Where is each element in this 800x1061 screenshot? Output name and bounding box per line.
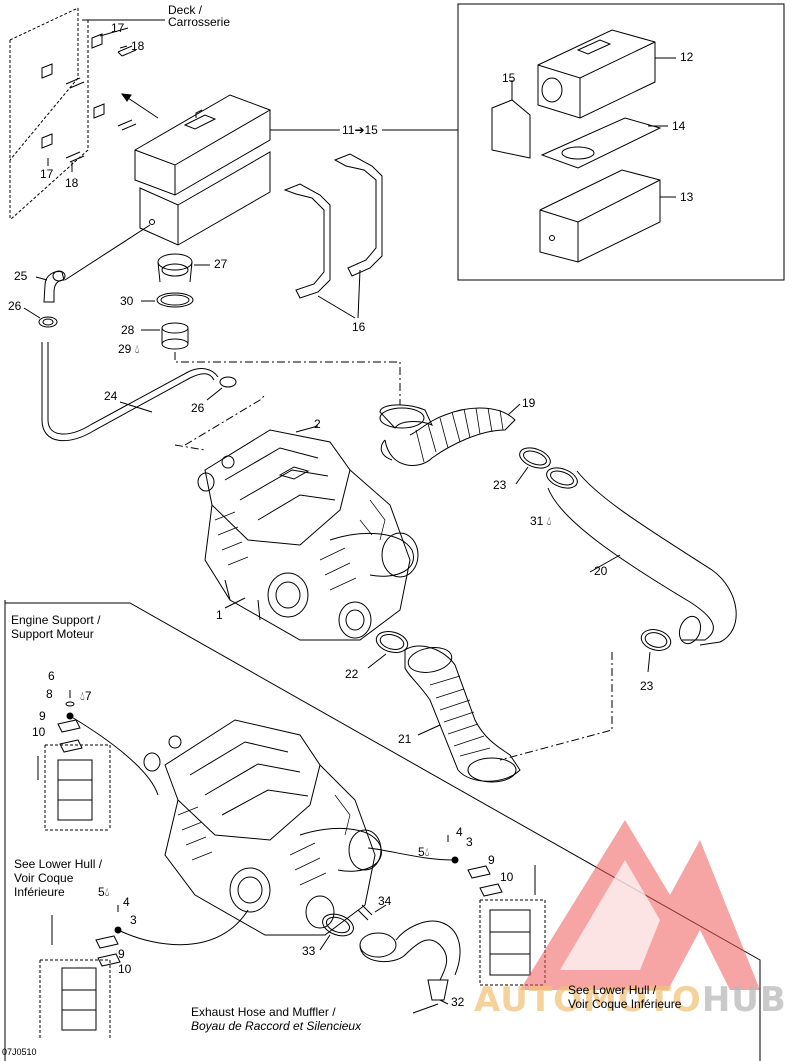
- engine-mounts: [37, 690, 546, 1040]
- air-silencer-assembly: [134, 94, 458, 246]
- see-lower-hull-label: See Lower Hull /: [14, 857, 103, 871]
- part-17-bottom: 17: [40, 167, 54, 181]
- part-9-right: 9: [488, 853, 495, 867]
- part-10-right: 10: [500, 870, 514, 884]
- voir-coque-label-2: Voir Coque Inférieure: [568, 997, 682, 1011]
- part-12: 12: [680, 50, 694, 64]
- part-32: 32: [451, 995, 465, 1009]
- part-10-left-lower: 10: [118, 962, 132, 976]
- part-1: 1: [216, 608, 223, 622]
- part-24: 24: [104, 389, 118, 403]
- part-31: 31 💧︎: [530, 514, 552, 528]
- reference-code: 07J0510: [2, 1047, 37, 1057]
- deck-mounts: [9, 7, 165, 221]
- exhaust-parts: [319, 904, 461, 1014]
- part-7: 💧︎7: [80, 689, 92, 703]
- part-8: 8: [46, 687, 53, 701]
- part-3-left: 3: [130, 913, 137, 927]
- engine-support-label: Engine Support /: [11, 613, 101, 627]
- part-18-top: 18: [131, 39, 145, 53]
- drop-icon: 💧︎: [134, 342, 140, 356]
- intake-hose-19: [379, 403, 521, 466]
- drop-icon: 💧︎: [546, 514, 552, 528]
- part-10-left-upper: 10: [32, 725, 46, 739]
- part-18-bottom: 18: [65, 176, 79, 190]
- voir-coque-label: Voir Coque: [14, 871, 74, 885]
- clamp-23-lower: [499, 629, 672, 761]
- part-25: 25: [14, 269, 28, 283]
- see-lower-hull-label-2: See Lower Hull /: [568, 983, 657, 997]
- clamp-23-upper: [515, 447, 551, 485]
- part-6: 6: [48, 669, 55, 683]
- part-26-left: 26: [8, 299, 22, 313]
- part-5-right: 5💧︎: [418, 845, 430, 859]
- part-29: 29 💧︎: [118, 342, 140, 356]
- engine-lower: [143, 719, 382, 936]
- part-4-left: 4: [123, 895, 130, 909]
- deck-label: Deck /: [168, 3, 203, 17]
- part-14: 14: [672, 119, 686, 133]
- intake-hose-20: [546, 467, 737, 646]
- boyau-label: Boyau de Raccord et Silencieux: [191, 1019, 362, 1033]
- part-11-15: 11➔15: [342, 123, 378, 137]
- part-30: 30: [120, 294, 134, 308]
- support-moteur-label: Support Moteur: [11, 627, 94, 641]
- hose-fittings: [23, 224, 401, 442]
- exhaust-label: Exhaust Hose and Muffler /: [191, 1005, 336, 1019]
- support-straps: [283, 153, 383, 319]
- silencer-parts: [491, 29, 676, 263]
- part-20: 20: [594, 564, 608, 578]
- exploded-view-box: [457, 3, 785, 281]
- intake-hose-21: [367, 630, 521, 783]
- part-16: 16: [352, 320, 366, 334]
- part-28: 28: [121, 323, 135, 337]
- part-34: 34: [378, 894, 392, 908]
- part-33: 33: [302, 944, 316, 958]
- part-15: 15: [502, 71, 516, 85]
- part-5-left: 5💧︎: [98, 885, 110, 899]
- part-23-upper: 23: [493, 478, 507, 492]
- part-17-top: 17: [111, 21, 125, 35]
- part-22: 22: [345, 667, 359, 681]
- drop-icon: 💧︎: [80, 689, 85, 703]
- part-26-right: 26: [191, 401, 205, 415]
- part-27: 27: [214, 257, 228, 271]
- drop-icon: 💧︎: [104, 885, 110, 899]
- carrosserie-label: Carrosserie: [168, 15, 231, 29]
- part-23-lower: 23: [640, 679, 654, 693]
- part-19: 19: [522, 396, 536, 410]
- engine-upper: [174, 394, 419, 641]
- engine-support-frame: [4, 600, 761, 1061]
- part-3-right: 3: [466, 835, 473, 849]
- part-4-right: 4: [456, 825, 463, 839]
- part-13: 13: [680, 190, 694, 204]
- watermark-text: AUTOMOTOHUB: [474, 980, 787, 1020]
- inferieure-label: Inférieure: [14, 885, 65, 899]
- part-9-left-lower: 9: [118, 947, 125, 961]
- part-9-left-upper: 9: [39, 709, 46, 723]
- part-2: 2: [314, 417, 321, 431]
- part-21: 21: [398, 732, 412, 746]
- drop-icon: 💧︎: [424, 845, 430, 859]
